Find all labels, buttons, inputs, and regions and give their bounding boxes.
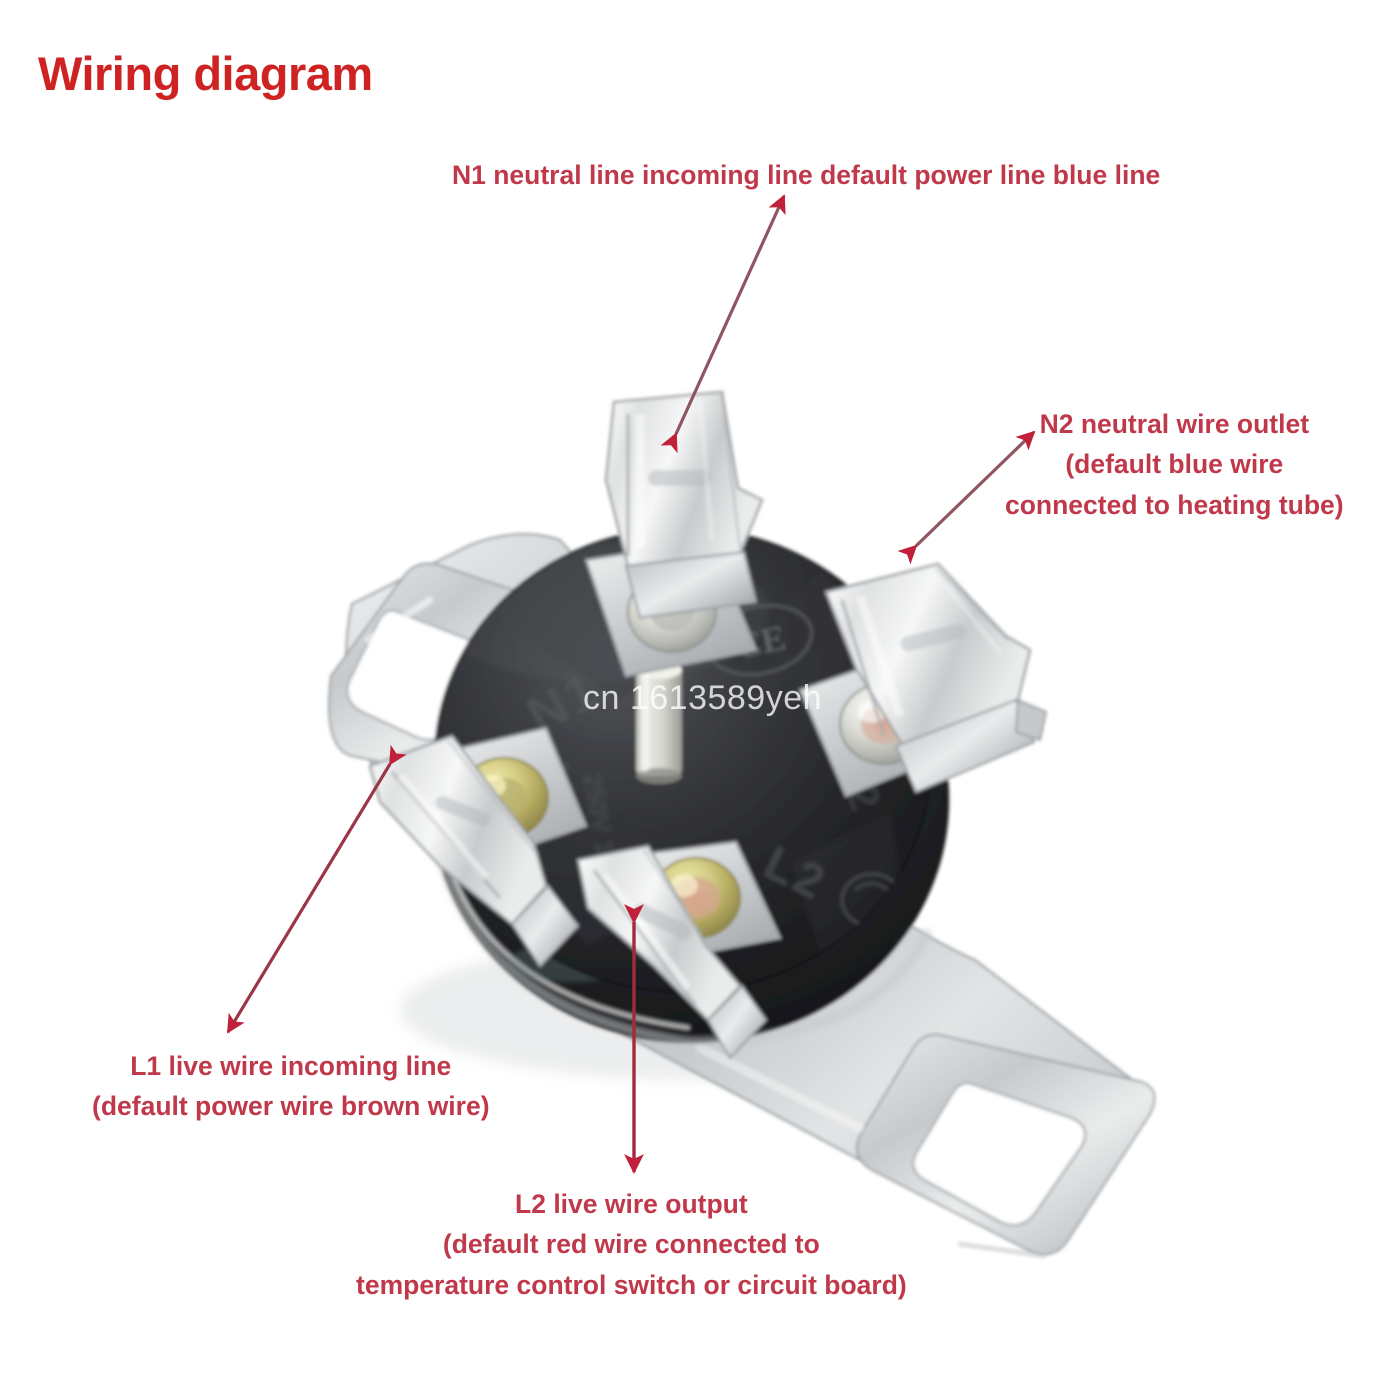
mounting-hole-lower-right [911, 1081, 1087, 1227]
annotation-n2: N2 neutral wire outlet (default blue wir… [1005, 404, 1344, 525]
annotation-l1-line-2: (default power wire brown wire) [92, 1091, 490, 1122]
terminal-l1 [368, 726, 588, 968]
annotation-n2-line-2: (default blue wire [1065, 449, 1284, 480]
watermark: cn 1613589yeh [583, 679, 823, 717]
reset-pin [636, 661, 682, 784]
terminal-n2 [798, 562, 1048, 798]
annotation-n2-line-1: N2 neutral wire outlet [1039, 409, 1310, 439]
annotation-l2-line-1: L2 live wire output [515, 1189, 748, 1219]
terminal-l2 [576, 840, 782, 1060]
terminal-n1 [584, 390, 764, 678]
annotation-l1-line-1: L1 live wire incoming line [130, 1051, 452, 1081]
page-title: Wiring diagram [38, 47, 373, 100]
annotation-l2-line-3: temperature control switch or circuit bo… [356, 1269, 907, 1300]
annotation-n2-line-3: connected to heating tube) [1005, 489, 1344, 520]
annotation-l2-line-2: (default red wire connected to [442, 1229, 820, 1260]
annotation-l1: L1 live wire incoming line (default powe… [92, 1046, 490, 1127]
annotation-l2: L2 live wire output (default red wire co… [356, 1184, 907, 1305]
annotation-n1-line-1: N1 neutral line incoming line default po… [452, 160, 1161, 190]
annotation-n1: N1 neutral line incoming line default po… [452, 155, 1160, 195]
